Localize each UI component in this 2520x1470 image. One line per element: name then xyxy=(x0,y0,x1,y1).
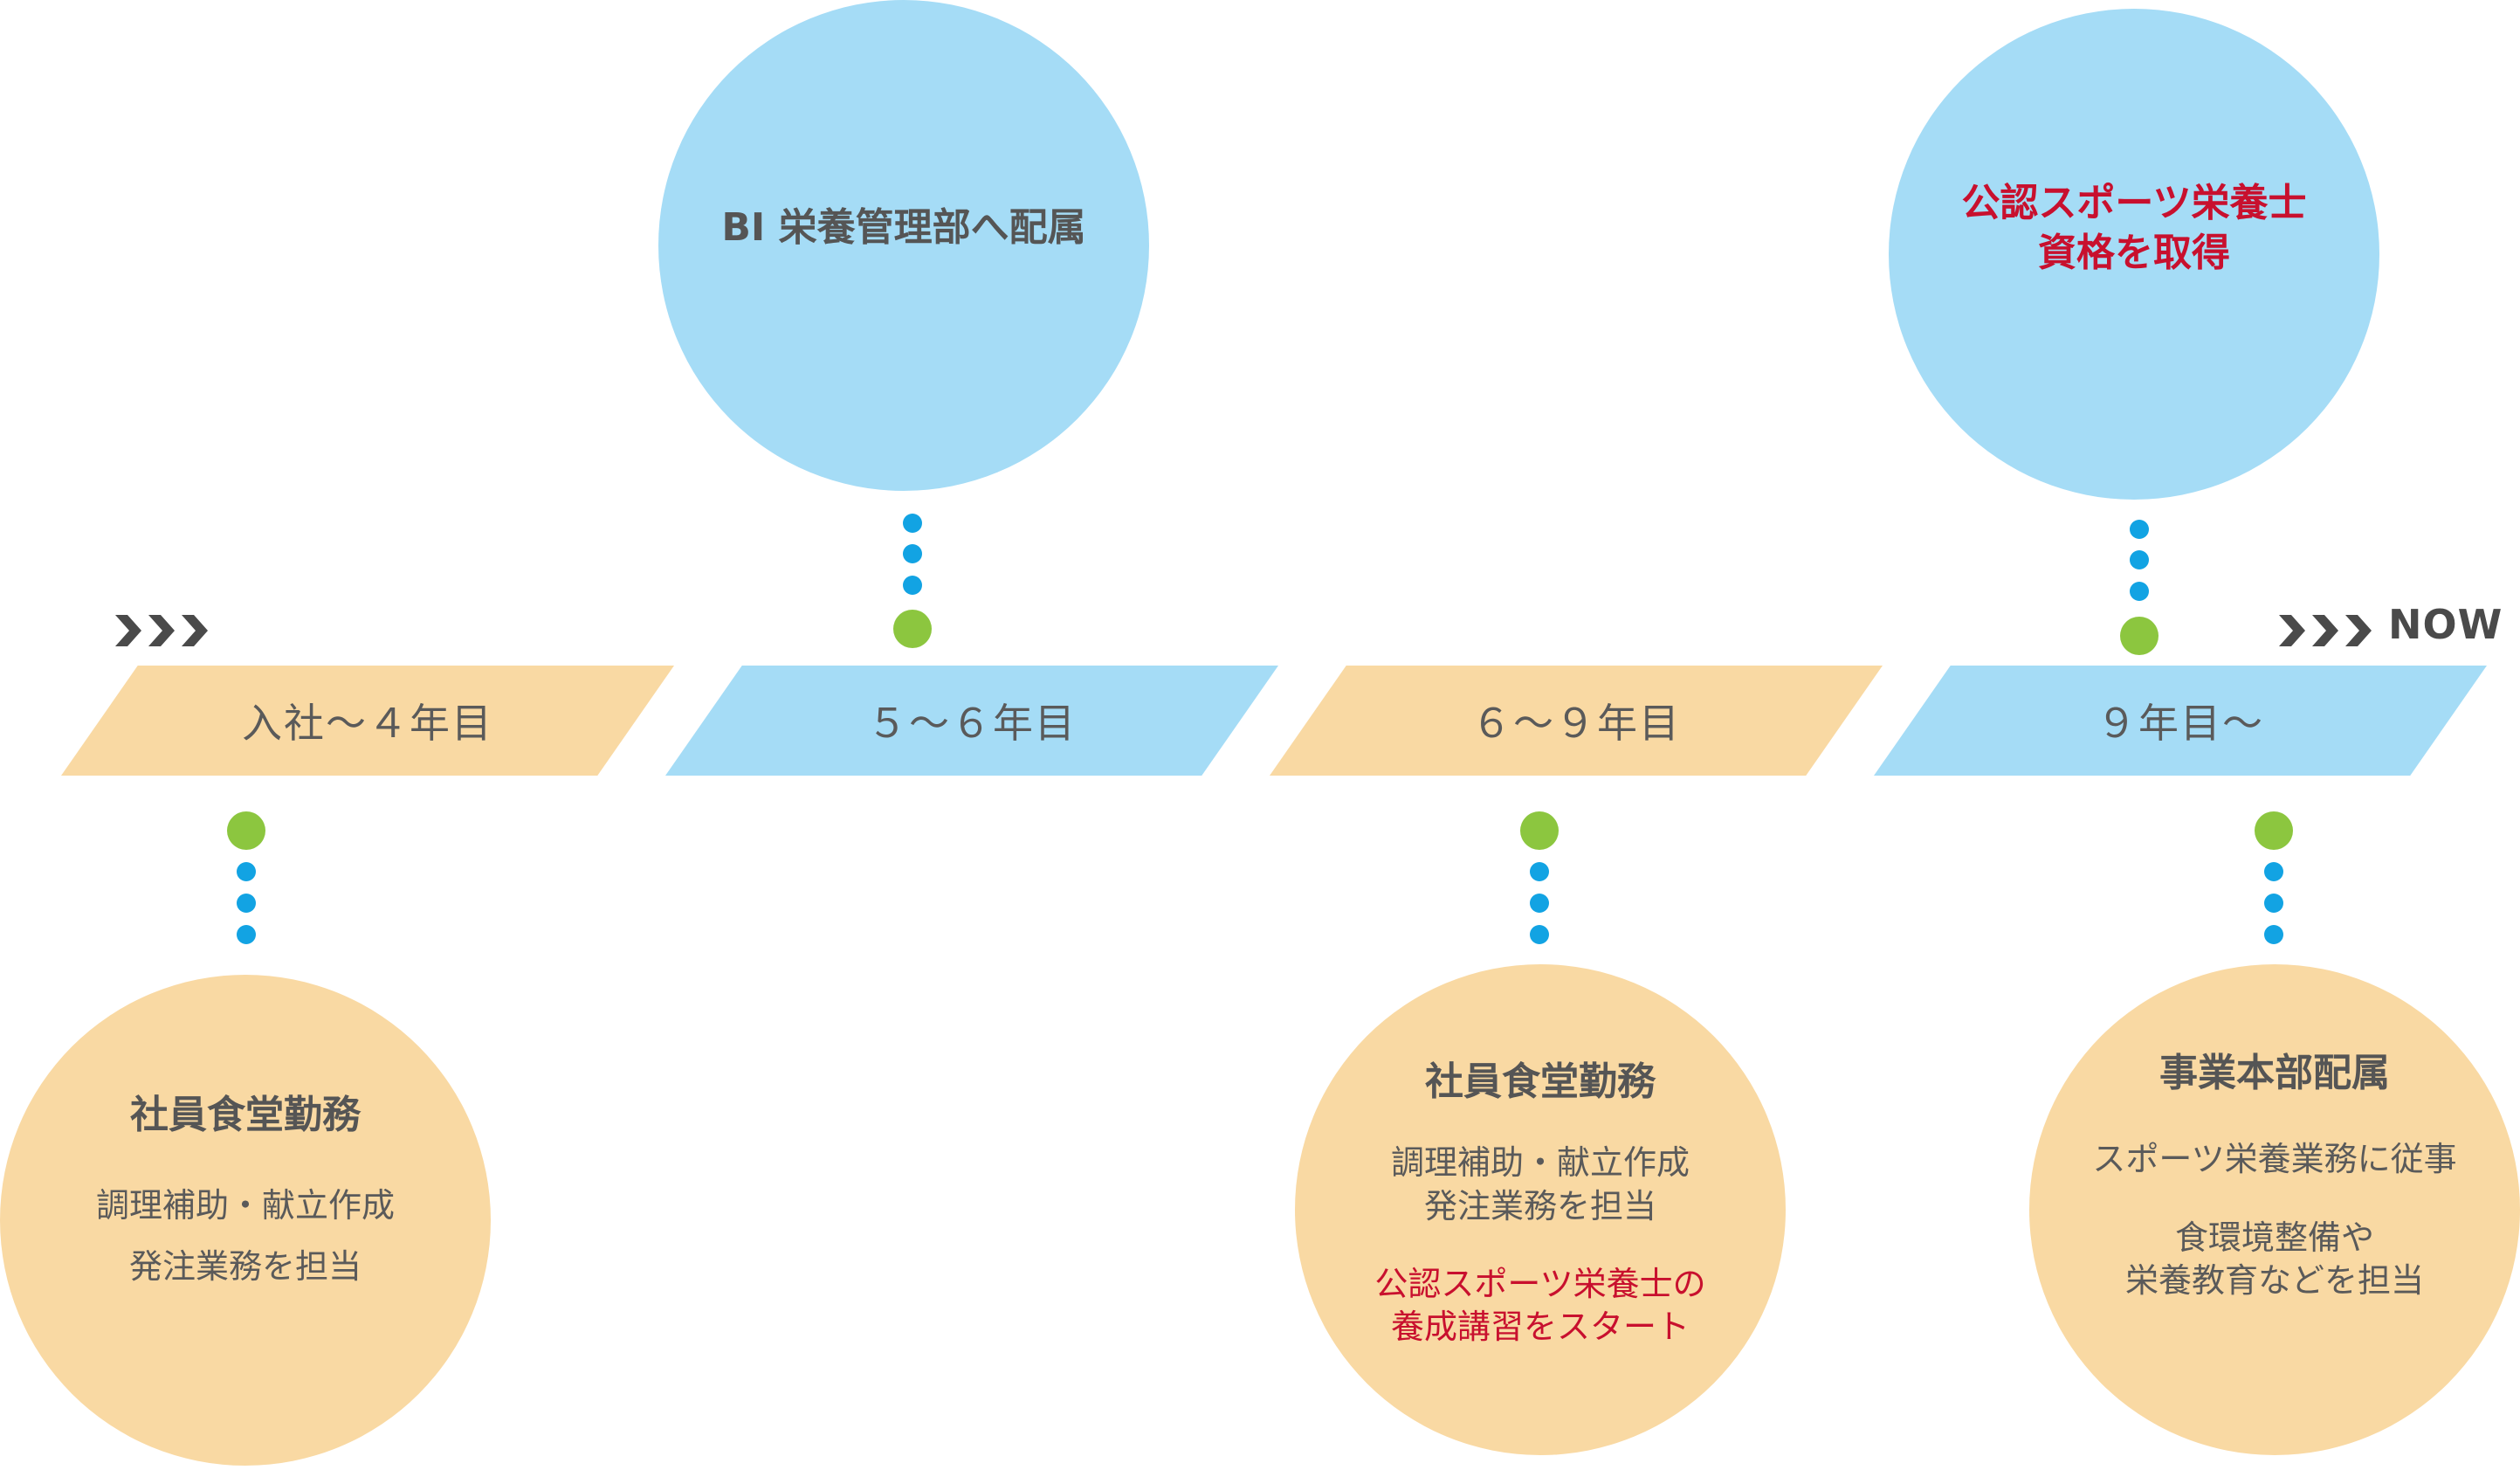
event-title: 事業本部配属 xyxy=(2159,1051,2390,1095)
period-label: 入社〜４年目 xyxy=(242,700,493,747)
connector-dot xyxy=(2264,925,2283,944)
event-circle-cafeteria-1: 社員食堂勤務 調理補助・献立作成 発注業務を担当 xyxy=(0,975,491,1466)
connector-dot xyxy=(2130,550,2149,569)
connector-dot xyxy=(1530,862,1549,881)
milestone-dot xyxy=(227,811,265,850)
milestone-dot xyxy=(1520,811,1559,850)
chevron-arrows-icon xyxy=(115,615,208,646)
chevron-arrows-icon xyxy=(2279,615,2372,646)
event-description: 食環境整備や 栄養教育などを担当 xyxy=(2124,1218,2424,1300)
event-title: 社員食堂勤務 xyxy=(1425,1059,1656,1104)
period-band-1: 入社〜４年目 xyxy=(61,666,674,776)
event-circle-cafeteria-2: 社員食堂勤務 調理補助・献立作成 発注業務を担当 公認スポーツ栄養士の 養成講習… xyxy=(1295,964,1786,1455)
period-band-4: ９年目〜 xyxy=(1874,666,2487,776)
event-description: 調理補助・献立作成 発注業務を担当 xyxy=(95,1186,395,1287)
connector-dot xyxy=(237,862,256,881)
connector-dot xyxy=(2130,520,2149,539)
connector-dot xyxy=(2264,894,2283,913)
milestone-dot xyxy=(2120,617,2159,655)
event-description: 調理補助・献立作成 発注業務を担当 xyxy=(1390,1143,1690,1225)
now-label: NOW xyxy=(2388,601,2503,648)
event-circle-bi-assignment: BI 栄養管理部へ配属 xyxy=(658,0,1149,491)
event-circle-headquarters: 事業本部配属 スポーツ栄養業務に従事 食環境整備や 栄養教育などを担当 xyxy=(2029,964,2520,1455)
period-band-3: ６〜９年目 xyxy=(1270,666,1883,776)
connector-dot xyxy=(237,925,256,944)
period-label: ９年目〜 xyxy=(2097,700,2264,747)
event-circle-sports-qualification: 公認スポーツ栄養士 資格を取得 xyxy=(1889,9,2379,500)
period-label: ５〜６年目 xyxy=(867,700,1077,747)
period-label: ６〜９年目 xyxy=(1471,700,1681,747)
event-title: BI 栄養管理部へ配属 xyxy=(721,205,1086,251)
connector-dot xyxy=(903,514,922,533)
period-band-2: ５〜６年目 xyxy=(665,666,1278,776)
connector-dot xyxy=(1530,894,1549,913)
milestone-dot xyxy=(2255,811,2293,850)
event-note: 公認スポーツ栄養士の 養成講習をスタート xyxy=(1374,1264,1706,1347)
connector-dot xyxy=(903,576,922,595)
connector-dot xyxy=(2130,582,2149,601)
connector-dot xyxy=(903,544,922,563)
event-title: 公認スポーツ栄養士 資格を取得 xyxy=(1961,180,2307,275)
connector-dot xyxy=(1530,925,1549,944)
connector-dot xyxy=(2264,862,2283,881)
event-description: スポーツ栄養業務に従事 xyxy=(2092,1140,2457,1179)
connector-dot xyxy=(237,894,256,913)
event-title: 社員食堂勤務 xyxy=(130,1093,361,1137)
milestone-dot xyxy=(893,610,932,648)
